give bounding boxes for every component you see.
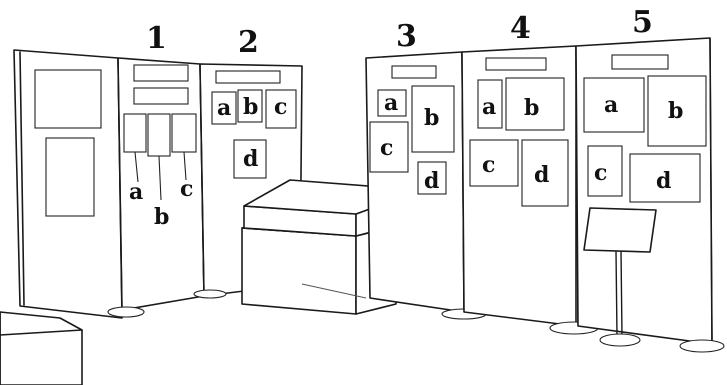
- stand-4-number: 4: [510, 11, 531, 46]
- stand-3-label-a: a: [384, 90, 398, 116]
- stand-2-number: 2: [238, 25, 259, 60]
- stand-3-number: 3: [396, 19, 417, 54]
- stand-5-label-b: b: [668, 98, 683, 124]
- stand-4-label-b: b: [524, 95, 539, 121]
- stand-1-label-b: b: [154, 204, 169, 230]
- stand-2: 2 a b c d: [193, 25, 303, 299]
- stand-2-label-b: b: [243, 94, 258, 120]
- stand-5: 5 a b c d: [575, 5, 725, 353]
- stand-2-label-c: c: [274, 94, 287, 120]
- stand-5-label-d: d: [656, 168, 671, 194]
- stand-5-label-a: a: [604, 92, 618, 118]
- stand-2-label-a: a: [217, 95, 231, 121]
- stand-3: 3 a b c d: [365, 19, 487, 320]
- stand-1-label-a: a: [129, 179, 143, 205]
- stand-1-label-c: c: [180, 176, 193, 202]
- stand-4: 4 a b c d: [461, 11, 599, 335]
- stand-4-label-a: a: [482, 94, 496, 120]
- left-panel: [13, 49, 123, 319]
- stand-5-number: 5: [632, 5, 653, 40]
- stand-2-label-d: d: [243, 146, 258, 172]
- stand-3-label-b: b: [424, 105, 439, 131]
- lectern-sign: [583, 207, 657, 253]
- stand-4-label-c: c: [482, 152, 495, 178]
- stand-1: 1 a b c: [107, 21, 205, 318]
- stand-1-number: 1: [146, 21, 167, 56]
- stand-3-label-c: c: [380, 135, 393, 161]
- stand-3-label-d: d: [424, 168, 439, 194]
- stand-4-label-d: d: [534, 162, 549, 188]
- stand-5-label-c: c: [594, 160, 607, 186]
- foreground-table: [0, 311, 83, 385]
